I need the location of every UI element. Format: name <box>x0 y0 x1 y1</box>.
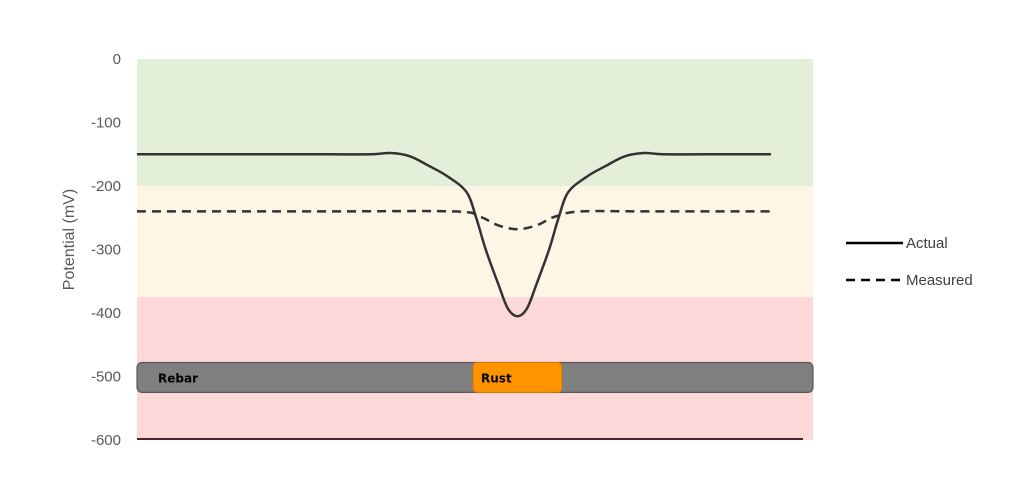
series-lines <box>137 151 771 318</box>
legend-label-measured: Measured <box>906 272 973 289</box>
y-tick-label: -300 <box>91 242 121 259</box>
rust-label: Rust <box>481 371 512 385</box>
y-tick-label: -200 <box>91 178 121 195</box>
y-tick-label: -500 <box>91 369 121 386</box>
y-tick-label: 0 <box>113 51 121 68</box>
y-tick-label: -400 <box>91 305 121 322</box>
rebar-label: Rebar <box>158 371 198 385</box>
legend: Actual Measured <box>846 235 973 289</box>
zone-band-1 <box>137 186 813 298</box>
series-line-actual <box>137 151 771 318</box>
y-tick-label: -600 <box>91 432 121 449</box>
rebar-group: Rebar Rust <box>136 361 814 393</box>
series-line-measured <box>137 209 771 231</box>
y-tick-label: -100 <box>91 115 121 132</box>
zone-band-0 <box>137 59 813 186</box>
rust-section <box>472 362 563 393</box>
legend-label-actual: Actual <box>906 235 948 252</box>
y-axis-ticks: 0 -100 -200 -300 -400 -500 -600 <box>91 51 121 449</box>
y-axis-title: Potential (mV) <box>61 189 78 290</box>
